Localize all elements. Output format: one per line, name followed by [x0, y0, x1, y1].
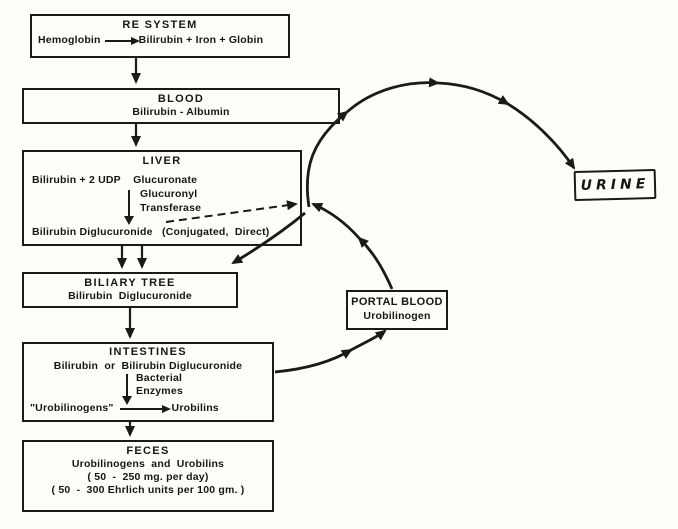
enzymes-label: Enzymes [136, 385, 183, 397]
right-arrow-icon [119, 404, 171, 413]
blood-title: BLOOD [157, 93, 205, 105]
urobilins-label: Urobilins [171, 402, 219, 414]
bacterial-label: Bacterial [136, 372, 183, 384]
feces-box: FECES Urobilinogens and Urobilins ( 50 -… [22, 440, 274, 512]
liver-product-label: Bilirubin Diglucuronide (Conjugated, Dir… [32, 226, 270, 238]
glucuronyl-label: Glucuronyl [140, 188, 198, 200]
feces-title: FECES [126, 445, 170, 457]
arrow-liver-to-urine-seg1 [305, 110, 349, 208]
arrow-portal-to-liver-seg2 [311, 202, 361, 239]
arrow-liver-to-urine-seg4 [507, 102, 576, 170]
transferase-label: Transferase [140, 202, 202, 214]
arrow-intestines-to-portal-seg2 [350, 329, 387, 352]
portal-blood-box: PORTAL BLOOD Urobilinogen [346, 290, 448, 330]
arrow-liver-to-urine-seg3 [437, 81, 510, 106]
hemoglobin-label: Hemoglobin [38, 34, 101, 46]
down-arrow-icon [124, 190, 134, 225]
down-arrow-icon [122, 374, 132, 405]
re-system-title: RE SYSTEM [122, 19, 198, 31]
portal-urobilinogen-label: Urobilinogen [363, 310, 431, 322]
intestines-title: INTESTINES [109, 346, 187, 358]
feces-mg-per-day-label: ( 50 - 250 mg. per day) [87, 471, 209, 483]
arrow-intestines-to-portal-seg1 [274, 348, 353, 374]
liver-title: LIVER [142, 155, 182, 167]
urobilinogens-label: "Urobilinogens" [30, 402, 114, 414]
urine-title: URINE [580, 176, 650, 194]
feces-ehrlich-units-label: ( 50 - 300 Ehrlich units per 100 gm. ) [51, 484, 245, 496]
right-arrow-icon [104, 36, 140, 45]
biliary-tree-box: BILIARY TREE Bilirubin Diglucuronide [22, 272, 238, 308]
biliary-tree-title: BILIARY TREE [84, 277, 176, 289]
biliary-diglucuronide-label: Bilirubin Diglucuronide [68, 290, 192, 302]
liver-substrate-label: Bilirubin + 2 UDP Glucuronate [32, 174, 198, 186]
blood-box: BLOOD Bilirubin - Albumin [22, 88, 340, 124]
arrow-liver-to-urine-seg2 [346, 77, 440, 114]
intestines-substrate-label: Bilirubin or Bilirubin Diglucuronide [53, 360, 243, 372]
arrow-portal-to-liver-seg1 [357, 236, 394, 290]
urine-box: URINE [573, 168, 657, 202]
bilirubin-albumin-label: Bilirubin - Albumin [132, 106, 230, 118]
liver-box: LIVER Bilirubin + 2 UDP Glucuronate Gluc… [22, 150, 302, 246]
portal-blood-title: PORTAL BLOOD [351, 296, 443, 308]
feces-content-label: Urobilinogens and Urobilins [71, 458, 225, 470]
re-system-box: RE SYSTEM Hemoglobin Bilirubin + Iron + … [30, 14, 290, 58]
intestines-box: INTESTINES Bilirubin or Bilirubin Digluc… [22, 342, 274, 422]
bilirubin-iron-globin-label: Bilirubin + Iron + Globin [138, 34, 264, 46]
